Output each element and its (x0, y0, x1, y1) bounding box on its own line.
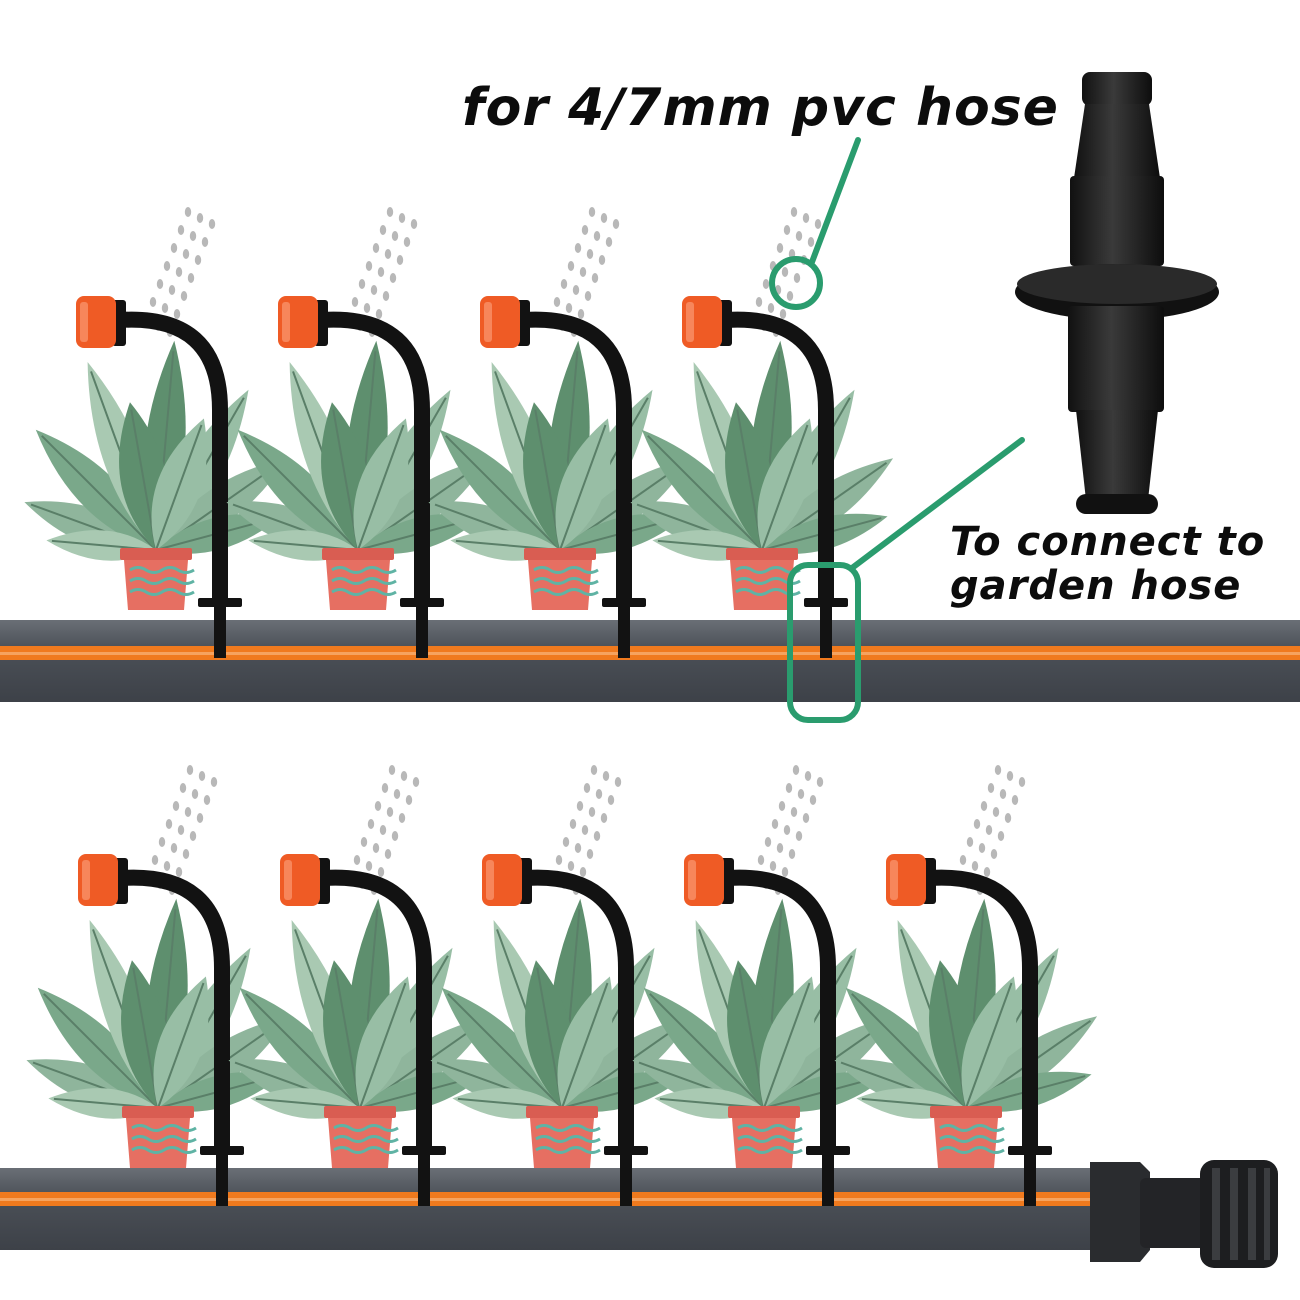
flower-pot-icon (122, 1106, 197, 1168)
red-emitter-icon (682, 296, 732, 348)
red-emitter-icon (280, 854, 330, 906)
red-emitter-icon (482, 854, 532, 906)
red-emitter-icon (480, 296, 530, 348)
bottom-plant-4 (632, 765, 896, 1206)
bottom-plant-5 (834, 765, 1098, 1206)
drip-stake-icon (922, 869, 1052, 1206)
connect-garden-hose-label: To connect to garden hose (950, 520, 1265, 608)
plant-row-top (24, 207, 894, 658)
flower-pot-icon (524, 548, 599, 610)
red-emitter-icon (76, 296, 126, 348)
red-emitter-icon (278, 296, 328, 348)
connect-label-line1: To connect to (950, 519, 1266, 565)
garden-hose-top (0, 620, 1300, 702)
red-emitter-icon (684, 854, 734, 906)
flower-pot-icon (322, 548, 397, 610)
drip-stake-icon (720, 869, 850, 1206)
leaf-icon (834, 898, 1098, 1119)
flower-pot-icon (120, 548, 195, 610)
bottom-plant-3 (430, 765, 694, 1206)
drip-stake-icon (314, 311, 444, 658)
flower-pot-icon (728, 1106, 803, 1168)
bottom-plant-1 (26, 765, 290, 1206)
leaf-icon (24, 340, 288, 561)
drip-stake-icon (114, 869, 244, 1206)
connect-label-line2: garden hose (950, 563, 1242, 609)
flower-pot-icon (324, 1106, 399, 1168)
bottom-plant-2 (228, 765, 492, 1206)
water-spray-icon (346, 765, 420, 895)
water-spray-icon (142, 207, 216, 337)
drip-stake-icon (718, 311, 848, 658)
top-plant-1 (24, 207, 288, 658)
garden-hose-bottom (0, 1168, 1110, 1250)
top-plant-4 (630, 207, 894, 658)
leaf-icon (630, 340, 894, 561)
red-emitter-icon (886, 854, 936, 906)
flower-pot-icon (526, 1106, 601, 1168)
red-emitter-icon (78, 854, 128, 906)
flower-pot-icon (930, 1106, 1005, 1168)
hose-size-label: for 4/7mm pvc hose (462, 78, 1059, 138)
top-plant-2 (226, 207, 490, 658)
leaf-icon (428, 340, 692, 561)
leaf-icon (632, 898, 896, 1119)
top-plant-3 (428, 207, 692, 658)
callout-lines (769, 137, 1025, 723)
barbed-coupler-icon (1015, 72, 1219, 514)
hose-end-connector-icon (1090, 1160, 1278, 1268)
drip-stake-icon (518, 869, 648, 1206)
drip-stake-icon (112, 311, 242, 658)
drip-stake-icon (316, 869, 446, 1206)
plant-row-bottom (26, 765, 1098, 1206)
drip-stake-icon (516, 311, 646, 658)
